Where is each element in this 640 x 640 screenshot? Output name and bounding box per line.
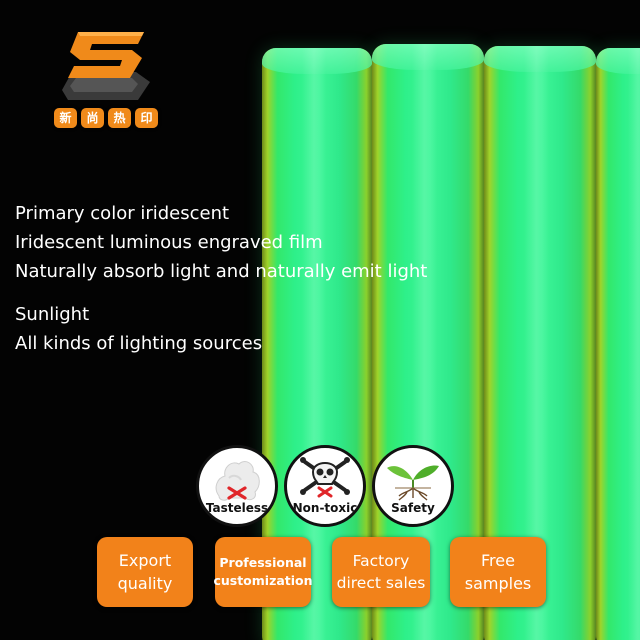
- sprout-icon: [387, 465, 439, 501]
- feature-safety: Safety: [372, 445, 454, 527]
- professional-customization-button[interactable]: Professional customization: [213, 537, 313, 607]
- headline-line: Primary color iridescent: [15, 203, 230, 224]
- factory-direct-sales-button[interactable]: Factory direct sales: [332, 537, 430, 607]
- feature-tasteless: Tasteless: [196, 445, 278, 527]
- smell-crossed-icon: [215, 461, 260, 501]
- glow-film-roll: [596, 48, 640, 640]
- light-source-line: All kinds of lighting sources: [15, 333, 263, 354]
- headline-line: Naturally absorb light and naturally emi…: [15, 261, 428, 282]
- brand-characters: 新 尚 热 印: [54, 108, 158, 128]
- free-samples-button[interactable]: Free samples: [450, 537, 546, 607]
- brand-logo: 新 尚 热 印: [54, 26, 162, 128]
- button-label: Export quality: [117, 551, 173, 593]
- feature-label: Non-toxic: [292, 501, 358, 515]
- light-source-line: Sunlight: [15, 304, 90, 325]
- light-source-block: Sunlight All kinds of lighting sources: [15, 300, 262, 358]
- export-quality-button[interactable]: Export quality: [97, 537, 193, 607]
- brand-char: 印: [135, 108, 158, 128]
- headline-block: Primary color iridescent Iridescent lumi…: [15, 199, 427, 286]
- button-label: Professional customization: [213, 555, 313, 588]
- button-label: Free samples: [464, 551, 532, 593]
- headline-line: Iridescent luminous engraved film: [15, 232, 323, 253]
- skull-crossed-icon: [300, 457, 350, 498]
- feature-non-toxic: Non-toxic: [284, 445, 366, 527]
- brand-char: 新: [54, 108, 77, 128]
- brand-char: 热: [108, 108, 131, 128]
- button-label: Factory direct sales: [336, 552, 426, 592]
- feature-label: Safety: [391, 501, 435, 515]
- feature-label: Tasteless: [205, 501, 269, 515]
- brand-s-logo-icon: [62, 32, 150, 100]
- brand-char: 尚: [81, 108, 104, 128]
